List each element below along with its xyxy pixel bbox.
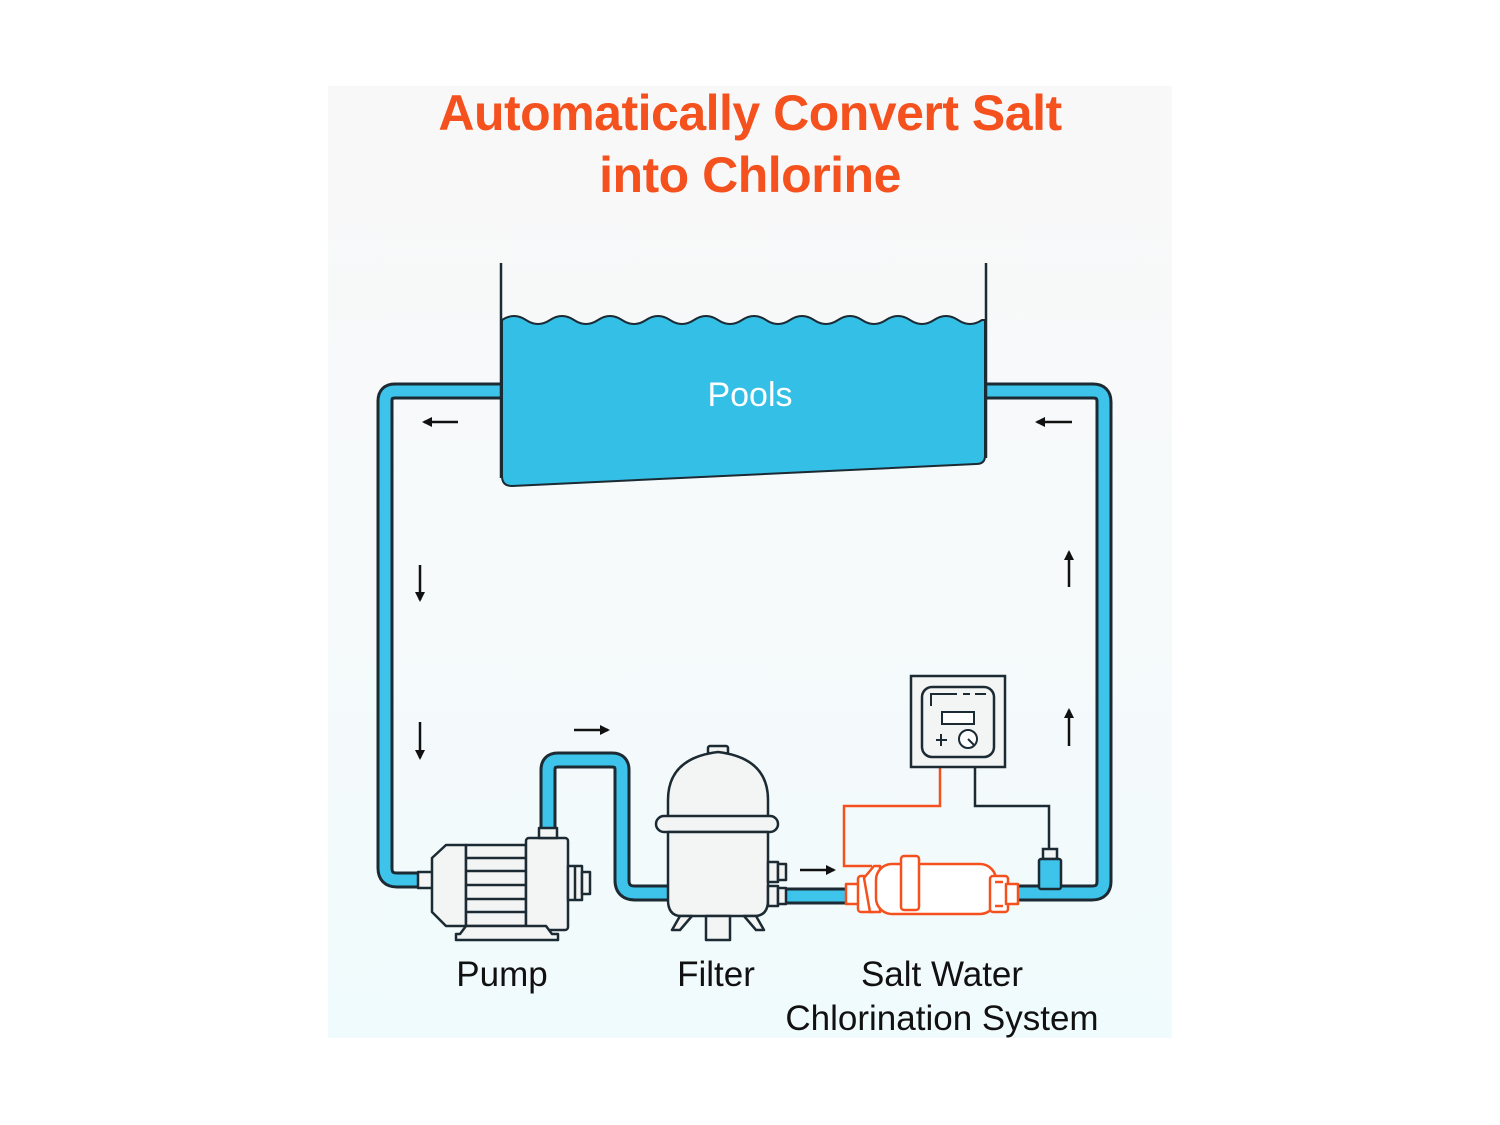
flow-sensor-icon xyxy=(1037,847,1063,891)
flow-arrows xyxy=(415,417,1074,875)
control-wiring xyxy=(842,767,1051,868)
filter-label: Filter xyxy=(677,955,755,994)
pipe-pump-to-filter xyxy=(539,751,672,902)
diagram-title: Automatically Convert Salt into Chlorine xyxy=(328,82,1172,206)
pool-label: Pools xyxy=(707,376,793,414)
chlorinator-label-line-2: Chlorination System xyxy=(785,999,1099,1038)
control-unit-icon xyxy=(909,674,1007,769)
pump-label: Pump xyxy=(456,955,548,994)
chlorinator-label-line-1: Salt Water xyxy=(860,955,1024,994)
chlorinator-cell-icon xyxy=(844,854,1020,916)
chlorinator-label: Salt Water Chlorination System xyxy=(752,953,1132,1041)
title-line-2: into Chlorine xyxy=(599,147,901,203)
pipe-right-supply xyxy=(985,382,1113,902)
pool xyxy=(499,263,988,488)
pipe-left-return xyxy=(376,382,503,889)
pump-icon xyxy=(416,826,592,942)
filter-icon xyxy=(654,744,788,942)
title-line-1: Automatically Convert Salt xyxy=(438,85,1062,141)
